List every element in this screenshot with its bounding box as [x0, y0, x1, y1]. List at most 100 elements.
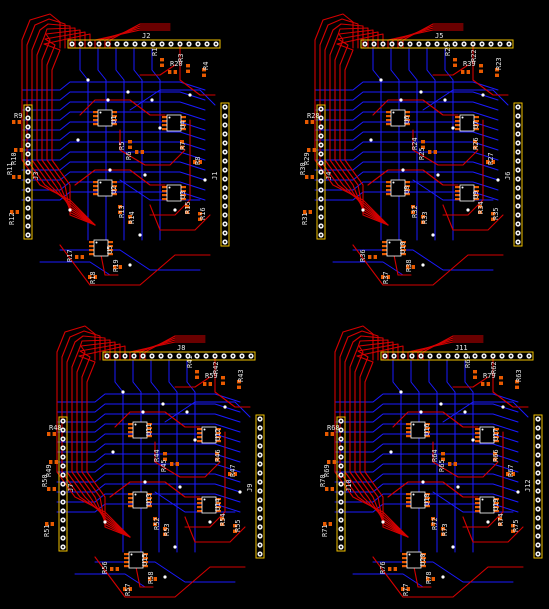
trace: [357, 343, 409, 538]
bottom-copper-layer: [56, 359, 251, 588]
trace: [149, 204, 211, 231]
header-pin-hole: [438, 355, 440, 357]
resistor-pad: [19, 148, 23, 152]
ic-pad: [402, 557, 407, 560]
resistor-pad: [479, 64, 483, 68]
trace: [492, 356, 529, 408]
trace: [129, 89, 216, 111]
header-pin-hole: [508, 43, 510, 45]
header-pin-hole: [537, 427, 539, 429]
trace: [444, 47, 454, 241]
resistor-pad: [368, 255, 372, 259]
header-pin-hole: [340, 537, 342, 539]
ic-pad: [494, 506, 499, 509]
resistor-label: R23: [495, 57, 503, 70]
via: [158, 126, 162, 130]
ic-pad: [405, 181, 410, 184]
resistor-pad: [17, 120, 21, 124]
trace: [412, 129, 479, 166]
trace: [422, 89, 509, 111]
header-pin-hole: [537, 508, 539, 510]
ic-pad: [455, 120, 460, 123]
header-pin-hole: [116, 43, 118, 45]
resistor-pad: [498, 517, 502, 521]
trace: [442, 401, 529, 423]
header-pin-hole: [402, 355, 404, 357]
ic-pad: [406, 505, 411, 508]
resistor-label: R36: [359, 249, 367, 262]
header-pin-hole: [409, 43, 411, 45]
header-pin-hole: [259, 481, 261, 483]
header-pin-hole: [340, 492, 342, 494]
ic-pad: [421, 557, 426, 560]
ic-pad: [474, 194, 479, 197]
ic-body: [132, 421, 148, 439]
header-pin-hole: [320, 162, 322, 164]
resistor-pad: [14, 148, 18, 152]
header-pin-hole: [89, 43, 91, 45]
header-pin-hole: [340, 474, 342, 476]
trace: [336, 33, 389, 226]
ic-pad: [474, 128, 479, 131]
ic-pin1-dot: [95, 241, 98, 244]
trace: [464, 359, 474, 553]
ic-pad: [124, 553, 129, 556]
trace: [356, 345, 409, 538]
header-label: J12: [524, 479, 532, 492]
header-pin-hole: [197, 43, 199, 45]
trace: [408, 47, 418, 241]
header-pin-hole: [465, 355, 467, 357]
header-pin-hole: [517, 241, 519, 243]
via: [399, 98, 403, 102]
header-pin-hole: [537, 490, 539, 492]
via: [141, 410, 145, 414]
trace: [179, 44, 216, 96]
header-pin-hole: [27, 225, 29, 227]
trace: [21, 131, 206, 141]
resistor-pad: [421, 215, 425, 219]
ic-pad: [494, 432, 499, 435]
trace: [56, 443, 241, 453]
header-pin-hole: [517, 205, 519, 207]
ic-pad: [93, 119, 98, 122]
trace: [334, 473, 519, 483]
ic-label: U15: [141, 553, 149, 566]
via: [223, 405, 227, 409]
header-pin-hole: [517, 115, 519, 117]
header-pin-hole: [134, 43, 136, 45]
header-pin-hole: [107, 43, 109, 45]
ic-pad: [128, 501, 133, 504]
trace: [74, 573, 146, 588]
header-pin-hole: [224, 232, 226, 234]
resistor-pad: [148, 577, 152, 581]
header-pin-hole: [62, 420, 64, 422]
ic-pad: [421, 553, 426, 556]
trace: [76, 341, 131, 538]
header-pin-hole: [537, 472, 539, 474]
via: [126, 90, 130, 94]
ic-pad: [124, 565, 129, 568]
resistor-pad: [431, 577, 435, 581]
resistor-label: R54: [219, 513, 227, 526]
resistor-label: R52: [153, 517, 161, 530]
resistor-label: R57: [124, 583, 132, 596]
resistor-pad: [441, 527, 445, 531]
resistor-pad: [47, 432, 51, 436]
resistor-pad: [441, 532, 445, 536]
trace: [372, 99, 459, 116]
header-pin-hole: [320, 153, 322, 155]
resistor-pad: [17, 175, 21, 179]
resistor-label: R35: [492, 207, 500, 220]
ic-pin1-dot: [412, 493, 415, 496]
ic-label: U5: [106, 246, 114, 254]
bottom-copper-layer: [334, 359, 529, 588]
bottom-copper-layer: [314, 47, 509, 276]
resistor-label: R14: [128, 211, 136, 224]
trace: [329, 27, 389, 226]
ic-pad: [455, 198, 460, 201]
resistor-pad: [486, 160, 490, 164]
ic-pad: [143, 565, 148, 568]
trace: [21, 101, 206, 111]
header-pin-hole: [537, 535, 539, 537]
